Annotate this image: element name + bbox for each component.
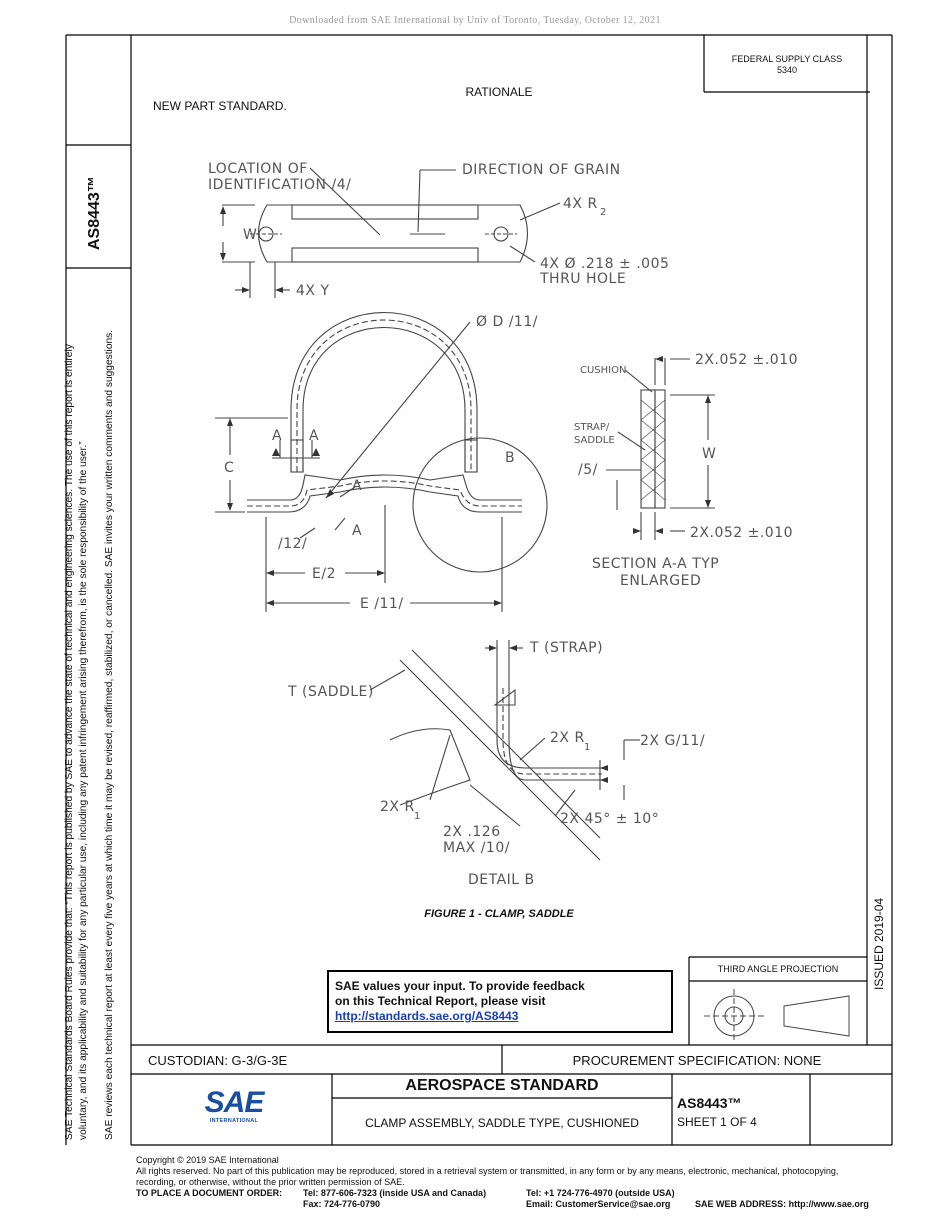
phone-usa: Tel: 877-606-7323 (inside USA and Canada… [303, 1188, 487, 1198]
sheet-number: SHEET 1 OF 4 [677, 1115, 757, 1129]
rights-line1: All rights reserved. No part of this pub… [136, 1166, 839, 1176]
section-a-right: A [309, 428, 319, 444]
download-banner: Downloaded from SAE International by Uni… [289, 15, 661, 26]
thickness-top-label: 2X.052 ±.010 [695, 352, 798, 368]
t-saddle-label: T (SADDLE) [287, 684, 374, 700]
feedback-box: SAE values your input. To provide feedba… [327, 970, 673, 1033]
radius-r2-label: 4X R [563, 196, 598, 212]
radius-r1-lower-label: 2X R [380, 799, 415, 815]
sae-logo: SAE INTERNATIONAL [199, 1086, 269, 1125]
feedback-link[interactable]: http://standards.sae.org/AS8443 [335, 1009, 519, 1023]
rights-line2: recording, or otherwise, without the pri… [136, 1177, 405, 1187]
section-aa-label: SECTION A-A TYP [592, 556, 719, 572]
width-w-section-label: W [702, 446, 716, 462]
copyright: Copyright © 2019 SAE International [136, 1155, 279, 1165]
hole-size-label: 4X Ø .218 ± .005 [540, 256, 669, 272]
grain-direction-label: DIRECTION OF GRAIN [462, 162, 621, 178]
angle-label: 2X 45° ± 10° [560, 811, 659, 827]
fax-number: Fax: 724-776-0790 [303, 1199, 381, 1209]
dimension-g-label: 2X G/11/ [640, 733, 705, 749]
sae-logo-sub: INTERNATIONAL [209, 1118, 259, 1124]
procurement-spec: PROCUREMENT SPECIFICATION: NONE [572, 1053, 822, 1068]
thickness-bottom-label: 2X.052 ±.010 [690, 525, 793, 541]
strap-label: STRAP/ [574, 422, 610, 433]
y-dimension-label: 4X Y [296, 283, 330, 299]
phone-outside-usa: Tel: +1 724-776-4970 (outside USA) [526, 1188, 675, 1198]
standard-type: AEROSPACE STANDARD [405, 1077, 599, 1094]
federal-supply-class: FEDERAL SUPPLY CLASS 5340 [704, 54, 870, 76]
rationale-text: NEW PART STANDARD. [153, 99, 287, 113]
cushion-label: CUSHION [580, 365, 626, 376]
sae-logo-mark: SAE [204, 1086, 265, 1119]
feedback-line1: SAE values your input. To provide feedba… [335, 979, 585, 993]
detail-b-marker: B [505, 450, 515, 466]
section-a-left: A [272, 428, 282, 444]
email-link[interactable]: Email: CustomerService@sae.org [526, 1199, 671, 1209]
third-angle-symbol [704, 989, 850, 1043]
dimension-e-label: E /11/ [360, 596, 404, 612]
radius-r1-subscript: 1 [584, 742, 590, 753]
dimension-c-label: C [224, 460, 234, 476]
enlarged-label: ENLARGED [620, 573, 701, 589]
feedback-line2: on this Technical Report, please visit [335, 994, 546, 1008]
note-5-label: /5/ [578, 462, 598, 478]
note-12-label: /12/ [278, 536, 307, 552]
detail-b-title: DETAIL B [468, 872, 535, 888]
location-id-label-2: IDENTIFICATION /4/ [208, 177, 351, 193]
diameter-d-label: Ø D /11/ [476, 314, 538, 330]
federal-supply-value: 5340 [776, 65, 798, 75]
thru-hole-label: THRU HOLE [539, 271, 626, 287]
rationale-title: RATIONALE [465, 85, 533, 99]
custodian: CUSTODIAN: G-3/G-3E [148, 1053, 288, 1068]
t-strap-label: T (STRAP) [529, 640, 603, 656]
order-label: TO PLACE A DOCUMENT ORDER: [136, 1188, 283, 1198]
max-note-label: MAX /10/ [443, 840, 510, 856]
max-thickness-label: 2X .126 [443, 824, 501, 840]
footer-copyright-block: Copyright © 2019 SAE International All r… [136, 1155, 936, 1188]
saddle-label: SADDLE [574, 435, 615, 446]
federal-supply-label: FEDERAL SUPPLY CLASS [731, 54, 843, 64]
third-angle-label: THIRD ANGLE PROJECTION [717, 964, 839, 974]
section-a-upper: A [352, 478, 362, 494]
location-id-label-1: LOCATION OF [208, 161, 308, 177]
radius-r1-lower-subscript: 1 [414, 811, 420, 822]
figure-caption: FIGURE 1 - CLAMP, SADDLE [424, 908, 574, 920]
radius-r2-subscript: 2 [600, 207, 606, 218]
title-doc-number: AS8443™ [677, 1095, 742, 1111]
radius-r1-label: 2X R [550, 730, 585, 746]
web-address-link[interactable]: SAE WEB ADDRESS: http://www.sae.org [695, 1199, 869, 1209]
section-a-lower: A [352, 523, 362, 539]
width-w-label: W [243, 227, 257, 243]
half-e-label: E/2 [312, 566, 336, 582]
document-title: CLAMP ASSEMBLY, SADDLE TYPE, CUSHIONED [365, 1116, 639, 1130]
